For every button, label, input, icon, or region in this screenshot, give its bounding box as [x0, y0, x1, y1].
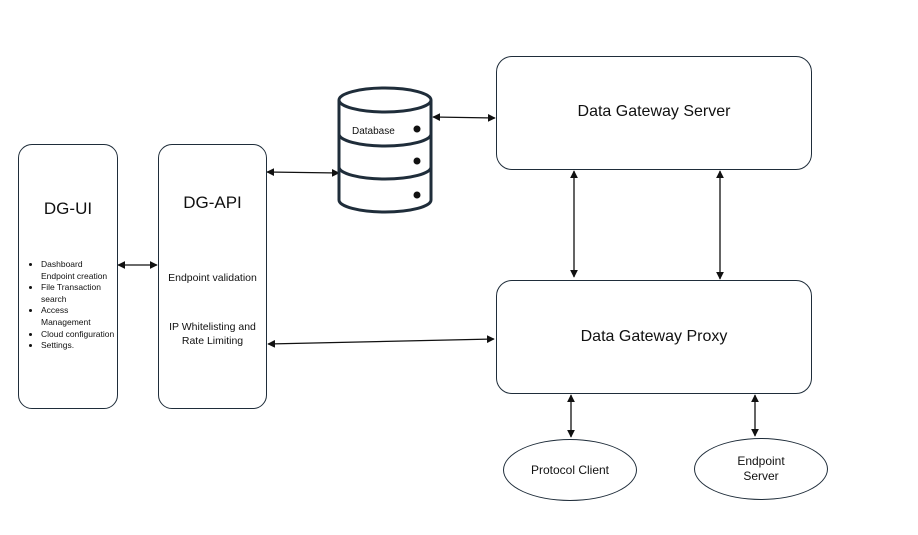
dg-api-box: DG-API Endpoint validation IP Whitelisti…: [158, 144, 267, 409]
dg-api-endpoint-validation: Endpoint validation: [168, 272, 257, 284]
dg-ui-title: DG-UI: [43, 199, 93, 218]
dg-api-ip-whitelisting: IP Whitelisting and Rate Limiting: [169, 321, 256, 347]
list-item: Access Management: [41, 305, 117, 328]
data-gateway-server-box: Data Gateway Server: [496, 56, 812, 170]
data-gateway-proxy-title: Data Gateway Proxy: [580, 328, 728, 345]
list-item: Settings.: [41, 340, 117, 352]
database-label: Database: [352, 126, 395, 137]
arrow-dgapi-proxy: [267, 335, 495, 348]
dg-ui-feature-list: Dashboard Endpoint creation File Transac…: [25, 259, 117, 352]
endpoint-server-node: Endpoint Server: [694, 438, 828, 500]
endpoint-server-label: Endpoint Server: [737, 454, 785, 483]
database-icon: [337, 86, 433, 214]
protocol-client-label: Protocol Client: [530, 462, 610, 477]
dg-api-title: DG-API: [183, 193, 242, 212]
list-item: Cloud configuration: [41, 329, 117, 341]
data-gateway-server-title: Data Gateway Server: [577, 103, 731, 120]
list-item: Dashboard Endpoint creation: [41, 259, 117, 282]
arrow-dgapi-database: [266, 168, 340, 177]
list-item: File Transaction search: [41, 282, 117, 305]
protocol-client-node: Protocol Client: [503, 439, 637, 501]
arrow-database-server: [432, 113, 496, 122]
dg-ui-box: DG-UI Dashboard Endpoint creation File T…: [18, 144, 118, 409]
data-gateway-proxy-box: Data Gateway Proxy: [496, 280, 812, 394]
